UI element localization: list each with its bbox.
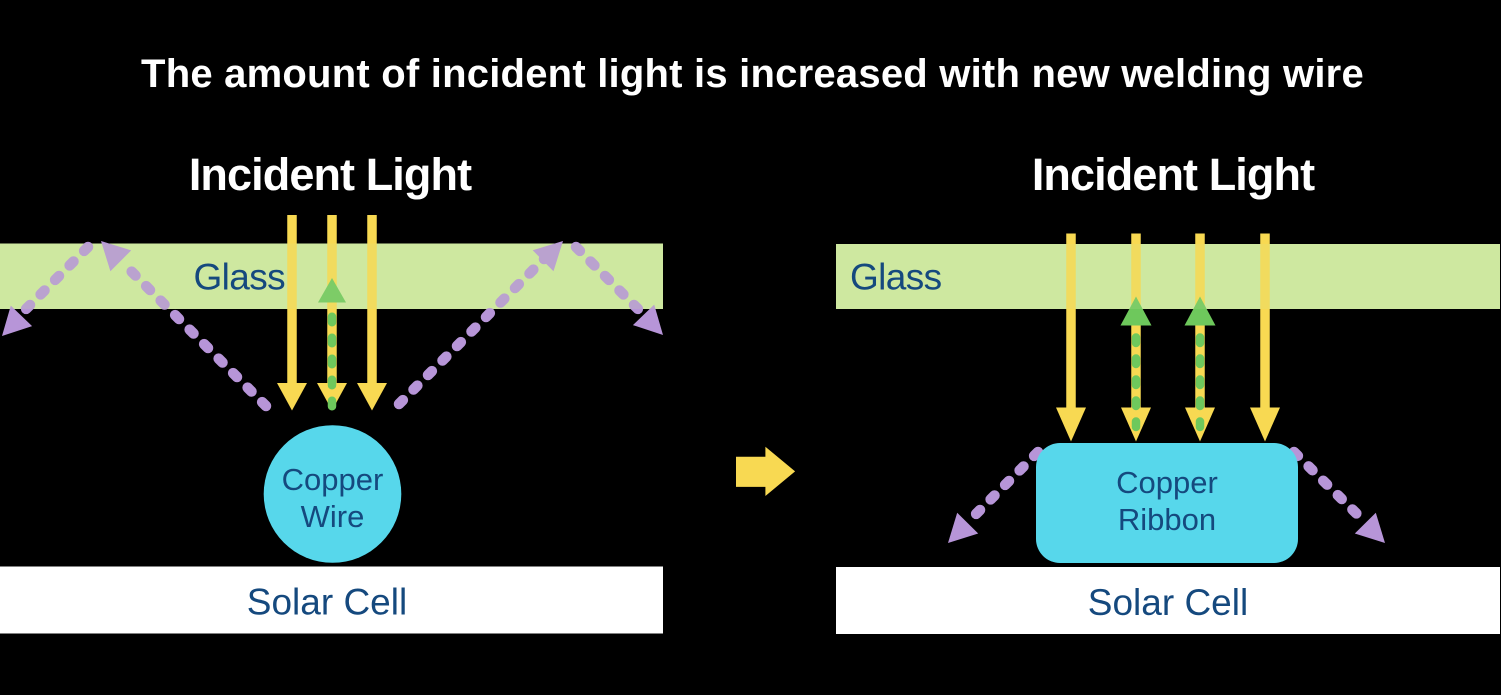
svg-text:Glass: Glass bbox=[850, 257, 942, 298]
svg-text:Solar Cell: Solar Cell bbox=[247, 582, 407, 623]
svg-text:Solar Cell: Solar Cell bbox=[1088, 582, 1248, 623]
svg-text:Ribbon: Ribbon bbox=[1118, 502, 1216, 537]
svg-text:Incident Light: Incident Light bbox=[189, 149, 472, 200]
svg-text:The amount of incident light i: The amount of incident light is increase… bbox=[141, 52, 1364, 96]
svg-text:Copper: Copper bbox=[1116, 465, 1218, 500]
svg-text:Wire: Wire bbox=[301, 499, 365, 534]
svg-text:Incident Light: Incident Light bbox=[1032, 149, 1315, 200]
svg-text:Copper: Copper bbox=[282, 462, 384, 497]
svg-text:Glass: Glass bbox=[194, 257, 286, 298]
